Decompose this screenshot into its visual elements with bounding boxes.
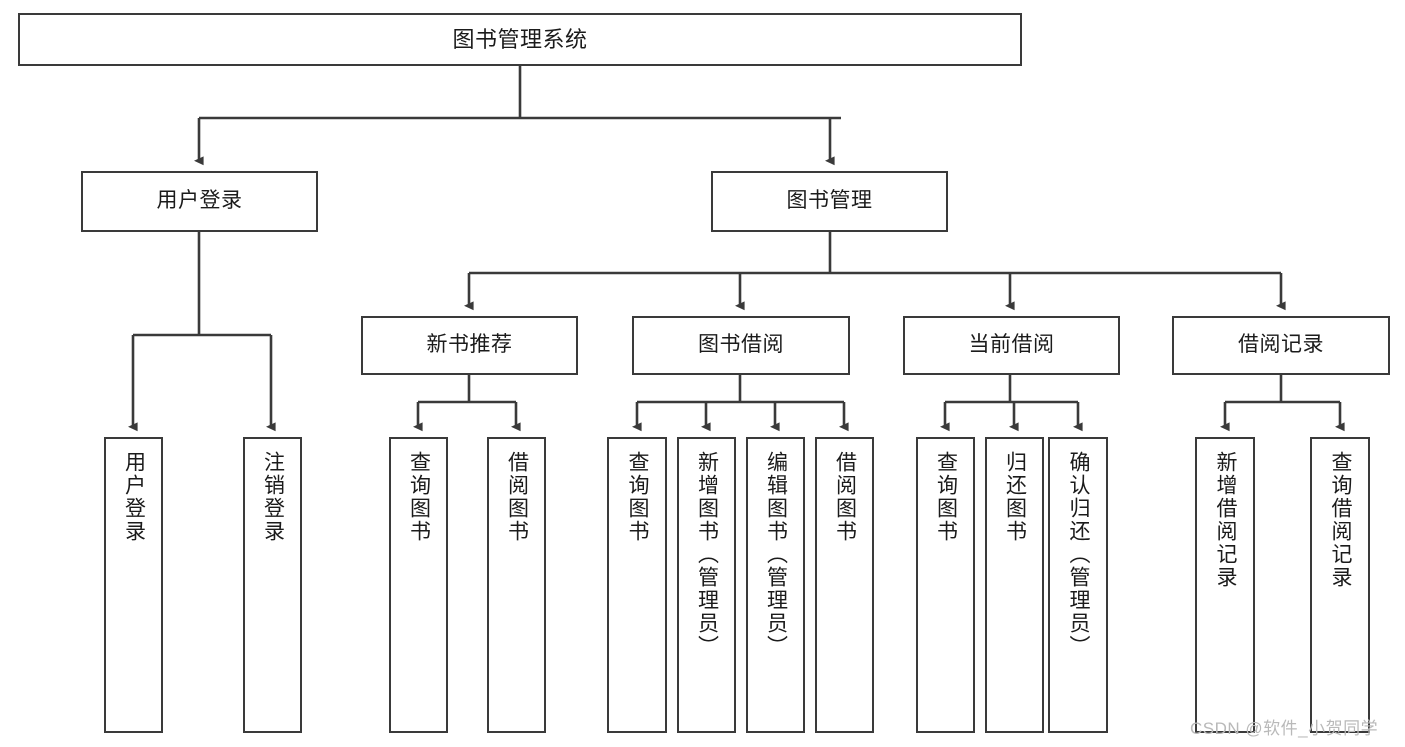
edge-group-new-book: [413, 375, 521, 432]
node-book-borrow[interactable]: 图书借阅: [632, 316, 850, 375]
node-label: 注销登录: [261, 451, 285, 543]
node-label: 查询图书: [626, 451, 650, 543]
edge-group-borrow-record: [1220, 375, 1345, 432]
node-new-book-recommend[interactable]: 新书推荐: [361, 316, 578, 375]
node-current-borrow[interactable]: 当前借阅: [903, 316, 1120, 375]
node-label: 图书管理: [786, 189, 873, 213]
edge-group-user-login: [128, 232, 276, 432]
node-library-management-system[interactable]: 图书管理系统: [18, 13, 1022, 66]
leaf-borrow-query-book[interactable]: 查询图书: [607, 437, 667, 733]
leaf-return-book[interactable]: 归还图书: [985, 437, 1044, 733]
leaf-add-borrow-record[interactable]: 新增借阅记录: [1195, 437, 1255, 733]
node-book-management-group[interactable]: 图书管理: [711, 171, 948, 232]
node-label: 图书管理系统: [452, 26, 588, 52]
node-label: 查询借阅记录: [1329, 451, 1353, 589]
node-borrow-record[interactable]: 借阅记录: [1172, 316, 1390, 375]
leaf-query-borrow-record[interactable]: 查询借阅记录: [1310, 437, 1370, 733]
node-label: 用户登录: [156, 189, 243, 213]
leaf-logout[interactable]: 注销登录: [243, 437, 302, 733]
node-label: 借阅图书: [505, 451, 529, 543]
watermark-text: CSDN @软件_小贺同学: [1190, 719, 1379, 738]
leaf-current-query-book[interactable]: 查询图书: [916, 437, 975, 733]
leaf-edit-book-admin[interactable]: 编辑图书（管理员）: [746, 437, 805, 733]
leaf-confirm-return-admin[interactable]: 确认归还（管理员）: [1048, 437, 1108, 733]
node-label: 图书借阅: [698, 333, 784, 357]
edge-group-book-management: [464, 232, 1286, 311]
node-label: 用户登录: [122, 451, 146, 543]
node-label: 借阅记录: [1238, 333, 1324, 357]
node-label: 新书推荐: [426, 333, 513, 357]
edge-group-current-borrow: [940, 375, 1083, 432]
edge-group-root: [194, 66, 841, 166]
edge-group-book-borrow: [632, 375, 849, 432]
leaf-new-book-borrow-book[interactable]: 借阅图书: [487, 437, 546, 733]
node-label: 查询图书: [934, 451, 958, 543]
leaf-borrow-borrow-book[interactable]: 借阅图书: [815, 437, 874, 733]
node-label: 编辑图书（管理员）: [764, 451, 788, 658]
leaf-add-book-admin[interactable]: 新增图书（管理员）: [677, 437, 736, 733]
node-label: 新增图书（管理员）: [695, 451, 719, 658]
node-label: 借阅图书: [833, 451, 857, 543]
node-label: 当前借阅: [968, 333, 1055, 357]
node-user-login-group[interactable]: 用户登录: [81, 171, 318, 232]
node-label: 查询图书: [407, 451, 431, 543]
leaf-new-book-query-book[interactable]: 查询图书: [389, 437, 448, 733]
node-label: 新增借阅记录: [1214, 451, 1238, 589]
node-label: 确认归还（管理员）: [1067, 451, 1091, 658]
leaf-user-login[interactable]: 用户登录: [104, 437, 163, 733]
node-label: 归还图书: [1003, 451, 1027, 543]
